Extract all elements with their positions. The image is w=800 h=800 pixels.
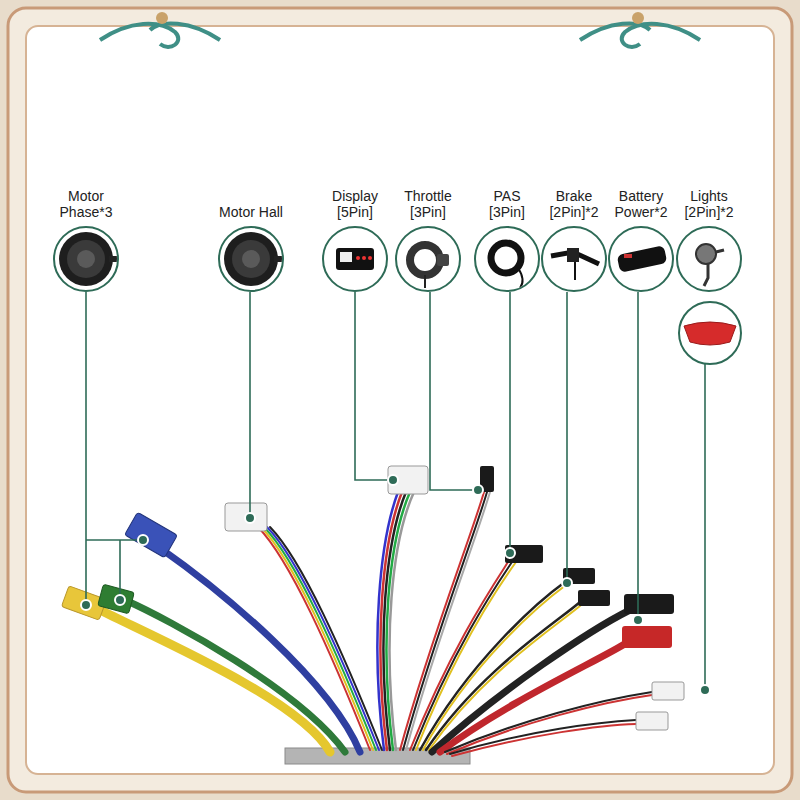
icon-drawing: [55, 228, 117, 290]
component-label: Motor Hall: [219, 188, 283, 220]
component-icon: [676, 226, 742, 292]
leader-dots: [81, 475, 710, 695]
icon-drawing: [610, 228, 672, 290]
component-node: Battery Power*2: [608, 188, 674, 292]
icon-drawing: [476, 228, 538, 290]
icon-drawing: [397, 228, 459, 290]
component-node: Motor Hall: [218, 188, 284, 292]
ornament: [100, 23, 700, 46]
component-node: Motor Phase*3: [53, 188, 119, 292]
outer-frame: [8, 8, 792, 792]
component-label: Brake [2Pin]*2: [542, 188, 606, 220]
component-icon: [608, 226, 674, 292]
component-label: PAS [3Pin]: [475, 188, 539, 220]
component-icon: [541, 226, 607, 292]
component-label: Motor Phase*3: [54, 188, 118, 220]
component-icon: [322, 226, 388, 292]
connector-plugs: [61, 466, 684, 730]
component-label: Battery Power*2: [609, 188, 673, 220]
wire-bundle: [100, 492, 652, 756]
inner-panel: [26, 26, 774, 774]
leader-lines: [86, 292, 705, 690]
component-icon: [218, 226, 284, 292]
icon-drawing: [220, 228, 282, 290]
tail-light-icon: [679, 302, 741, 364]
component-node: Brake [2Pin]*2: [541, 188, 607, 292]
icon-drawing: [543, 228, 605, 290]
component-node: Throttle [3Pin]: [395, 188, 461, 292]
icon-drawing: [678, 228, 740, 290]
component-node: Lights [2Pin]*2: [676, 188, 742, 292]
component-node: PAS [3Pin]: [474, 188, 540, 292]
component-node: Display [5Pin]: [322, 188, 388, 292]
component-icon: [395, 226, 461, 292]
icon-drawing: [324, 228, 386, 290]
component-icon: [474, 226, 540, 292]
component-icon: [53, 226, 119, 292]
component-label: Lights [2Pin]*2: [677, 188, 741, 220]
ornament-gold: [156, 12, 644, 24]
component-label: Display [5Pin]: [323, 188, 387, 220]
component-label: Throttle [3Pin]: [396, 188, 460, 220]
